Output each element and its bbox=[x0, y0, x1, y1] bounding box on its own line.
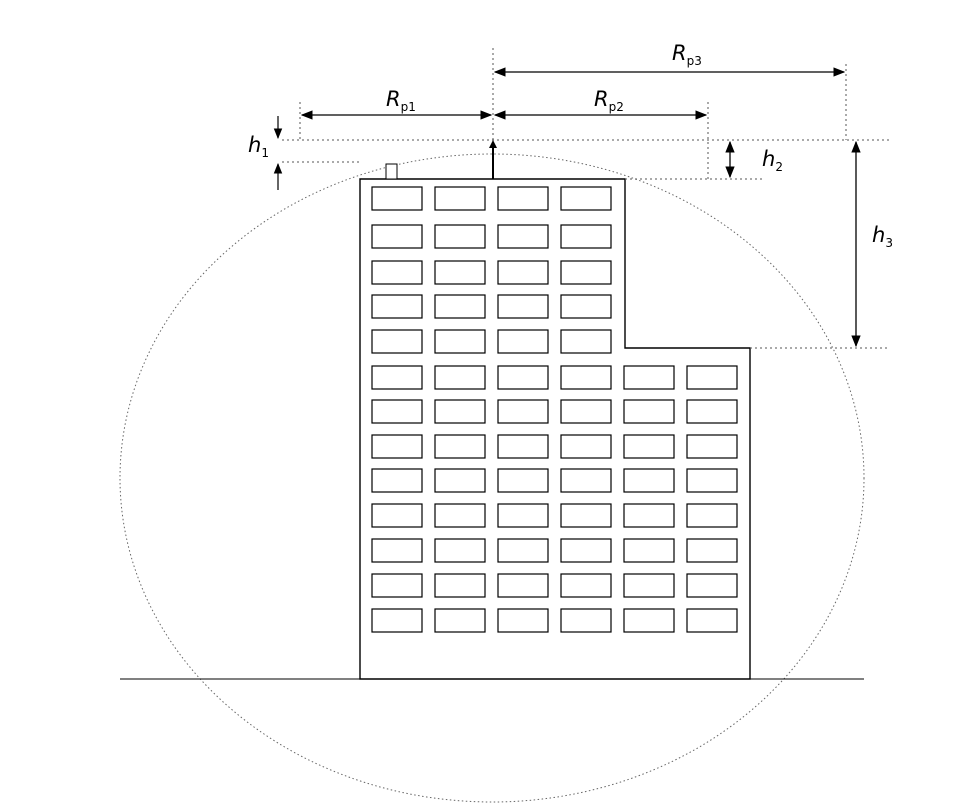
window bbox=[686, 468, 738, 493]
window bbox=[434, 608, 486, 633]
window bbox=[560, 503, 612, 528]
window bbox=[686, 573, 738, 598]
window bbox=[371, 538, 423, 563]
window bbox=[686, 608, 738, 633]
window bbox=[497, 434, 549, 459]
window bbox=[371, 329, 423, 354]
window bbox=[686, 434, 738, 459]
window bbox=[371, 224, 423, 249]
window bbox=[371, 399, 423, 424]
window bbox=[434, 434, 486, 459]
h1-label: h1 bbox=[248, 133, 269, 160]
window bbox=[560, 365, 612, 390]
window bbox=[560, 538, 612, 563]
window bbox=[434, 224, 486, 249]
window bbox=[497, 503, 549, 528]
window bbox=[686, 399, 738, 424]
window bbox=[560, 434, 612, 459]
window bbox=[623, 399, 675, 424]
window bbox=[623, 503, 675, 528]
window bbox=[560, 573, 612, 598]
window bbox=[560, 224, 612, 249]
window bbox=[371, 434, 423, 459]
window bbox=[623, 573, 675, 598]
air-terminal-tip bbox=[489, 140, 497, 148]
reference-lines bbox=[282, 48, 890, 349]
window bbox=[560, 329, 612, 354]
window bbox=[560, 608, 612, 633]
window bbox=[497, 573, 549, 598]
window bbox=[686, 503, 738, 528]
window bbox=[560, 294, 612, 319]
window bbox=[560, 260, 612, 285]
window bbox=[623, 434, 675, 459]
window bbox=[371, 468, 423, 493]
window bbox=[497, 260, 549, 285]
rp1-label: Rp1 bbox=[386, 87, 416, 114]
window bbox=[623, 538, 675, 563]
window bbox=[623, 468, 675, 493]
window bbox=[497, 468, 549, 493]
window bbox=[434, 329, 486, 354]
window bbox=[434, 186, 486, 211]
window bbox=[623, 365, 675, 390]
window bbox=[560, 399, 612, 424]
window bbox=[560, 468, 612, 493]
window bbox=[434, 538, 486, 563]
window bbox=[497, 186, 549, 211]
rp3-label: Rp3 bbox=[672, 41, 702, 68]
window bbox=[371, 573, 423, 598]
window bbox=[434, 294, 486, 319]
building-windows bbox=[371, 186, 738, 633]
window bbox=[371, 294, 423, 319]
window bbox=[434, 365, 486, 390]
window bbox=[434, 260, 486, 285]
window bbox=[686, 538, 738, 563]
window bbox=[497, 294, 549, 319]
window bbox=[434, 468, 486, 493]
window bbox=[371, 608, 423, 633]
window bbox=[497, 365, 549, 390]
h2-label: h2 bbox=[762, 147, 783, 174]
window bbox=[497, 224, 549, 249]
window bbox=[434, 503, 486, 528]
window bbox=[623, 608, 675, 633]
window bbox=[497, 538, 549, 563]
window bbox=[371, 503, 423, 528]
roof-structure bbox=[385, 163, 398, 180]
window bbox=[371, 260, 423, 285]
window bbox=[497, 329, 549, 354]
window bbox=[497, 399, 549, 424]
window bbox=[434, 399, 486, 424]
window bbox=[434, 573, 486, 598]
window bbox=[497, 608, 549, 633]
window bbox=[371, 186, 423, 211]
building-outline bbox=[359, 178, 751, 680]
window bbox=[371, 365, 423, 390]
window bbox=[686, 365, 738, 390]
h3-label: h3 bbox=[872, 223, 893, 250]
window bbox=[560, 186, 612, 211]
rp2-label: Rp2 bbox=[594, 87, 624, 114]
